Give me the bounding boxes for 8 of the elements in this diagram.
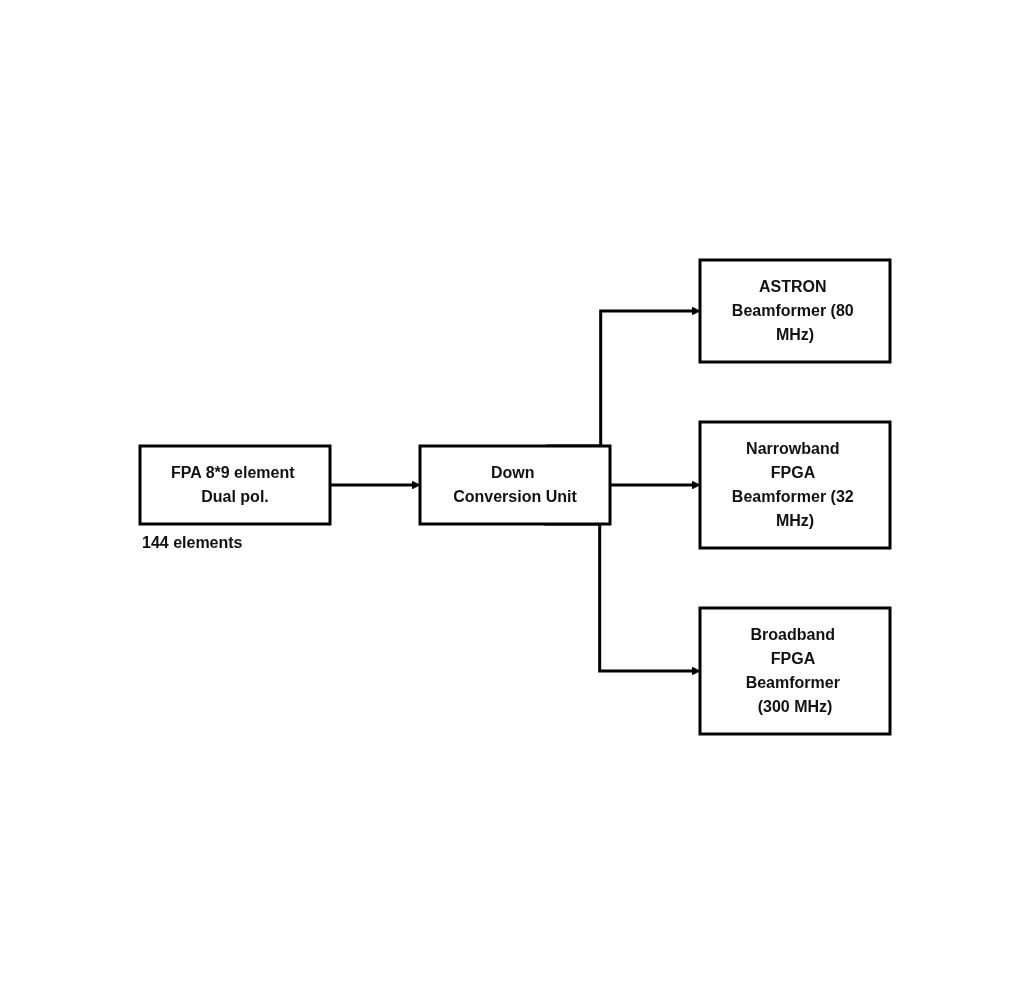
node-box: Narrowband FPGA Beamformer (32 MHz)	[698, 420, 892, 550]
node-box: FPA 8*9 element Dual pol.	[138, 444, 332, 526]
node-box: Down Conversion Unit	[418, 444, 612, 526]
node-caption: 144 elements	[142, 534, 243, 551]
arrow	[610, 480, 701, 490]
node-box: Broadband FPGA Beamformer (300 MHz)	[698, 606, 892, 736]
arrow	[330, 480, 421, 490]
node-box: ASTRON Beamformer (80 MHz)	[698, 258, 892, 364]
